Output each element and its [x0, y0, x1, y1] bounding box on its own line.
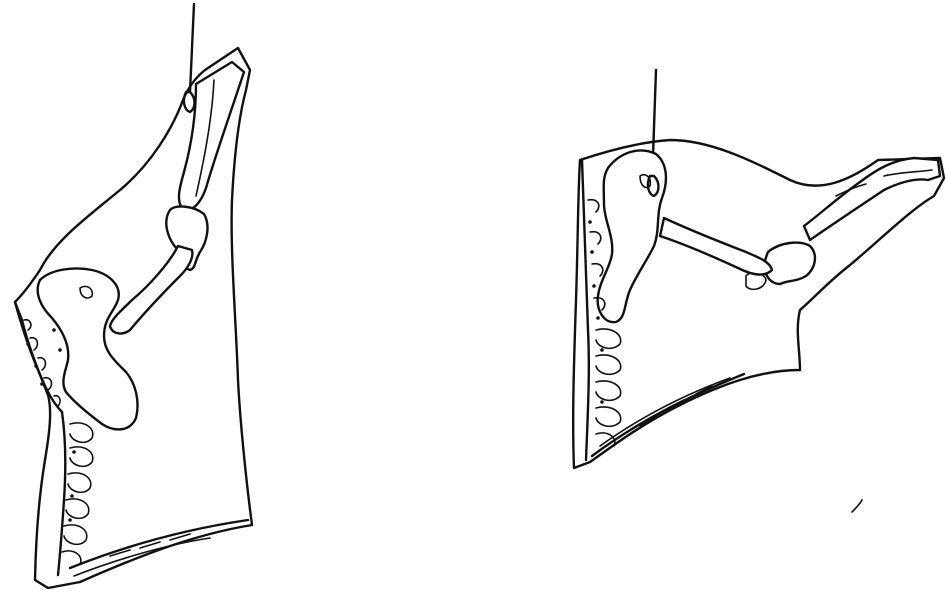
left-marker-tag — [184, 92, 195, 112]
left-shank-bone — [179, 62, 244, 210]
stray-mark — [852, 500, 862, 512]
right-femur-bone — [660, 218, 772, 274]
left-femur-bone — [110, 246, 192, 333]
right-shank-bone — [804, 158, 940, 240]
left-cut-illustration — [15, 4, 252, 588]
left-lower-vertebrae — [62, 423, 93, 564]
right-spine-edge — [582, 160, 589, 460]
left-pointer-line — [190, 4, 194, 92]
right-cut-illustration — [573, 70, 944, 468]
right-lower-vertebrae — [596, 329, 621, 446]
left-bottom-strip — [70, 520, 248, 568]
left-aitch-bone — [38, 268, 138, 429]
left-vertebrae — [24, 320, 60, 406]
right-knee-joint — [765, 243, 815, 284]
